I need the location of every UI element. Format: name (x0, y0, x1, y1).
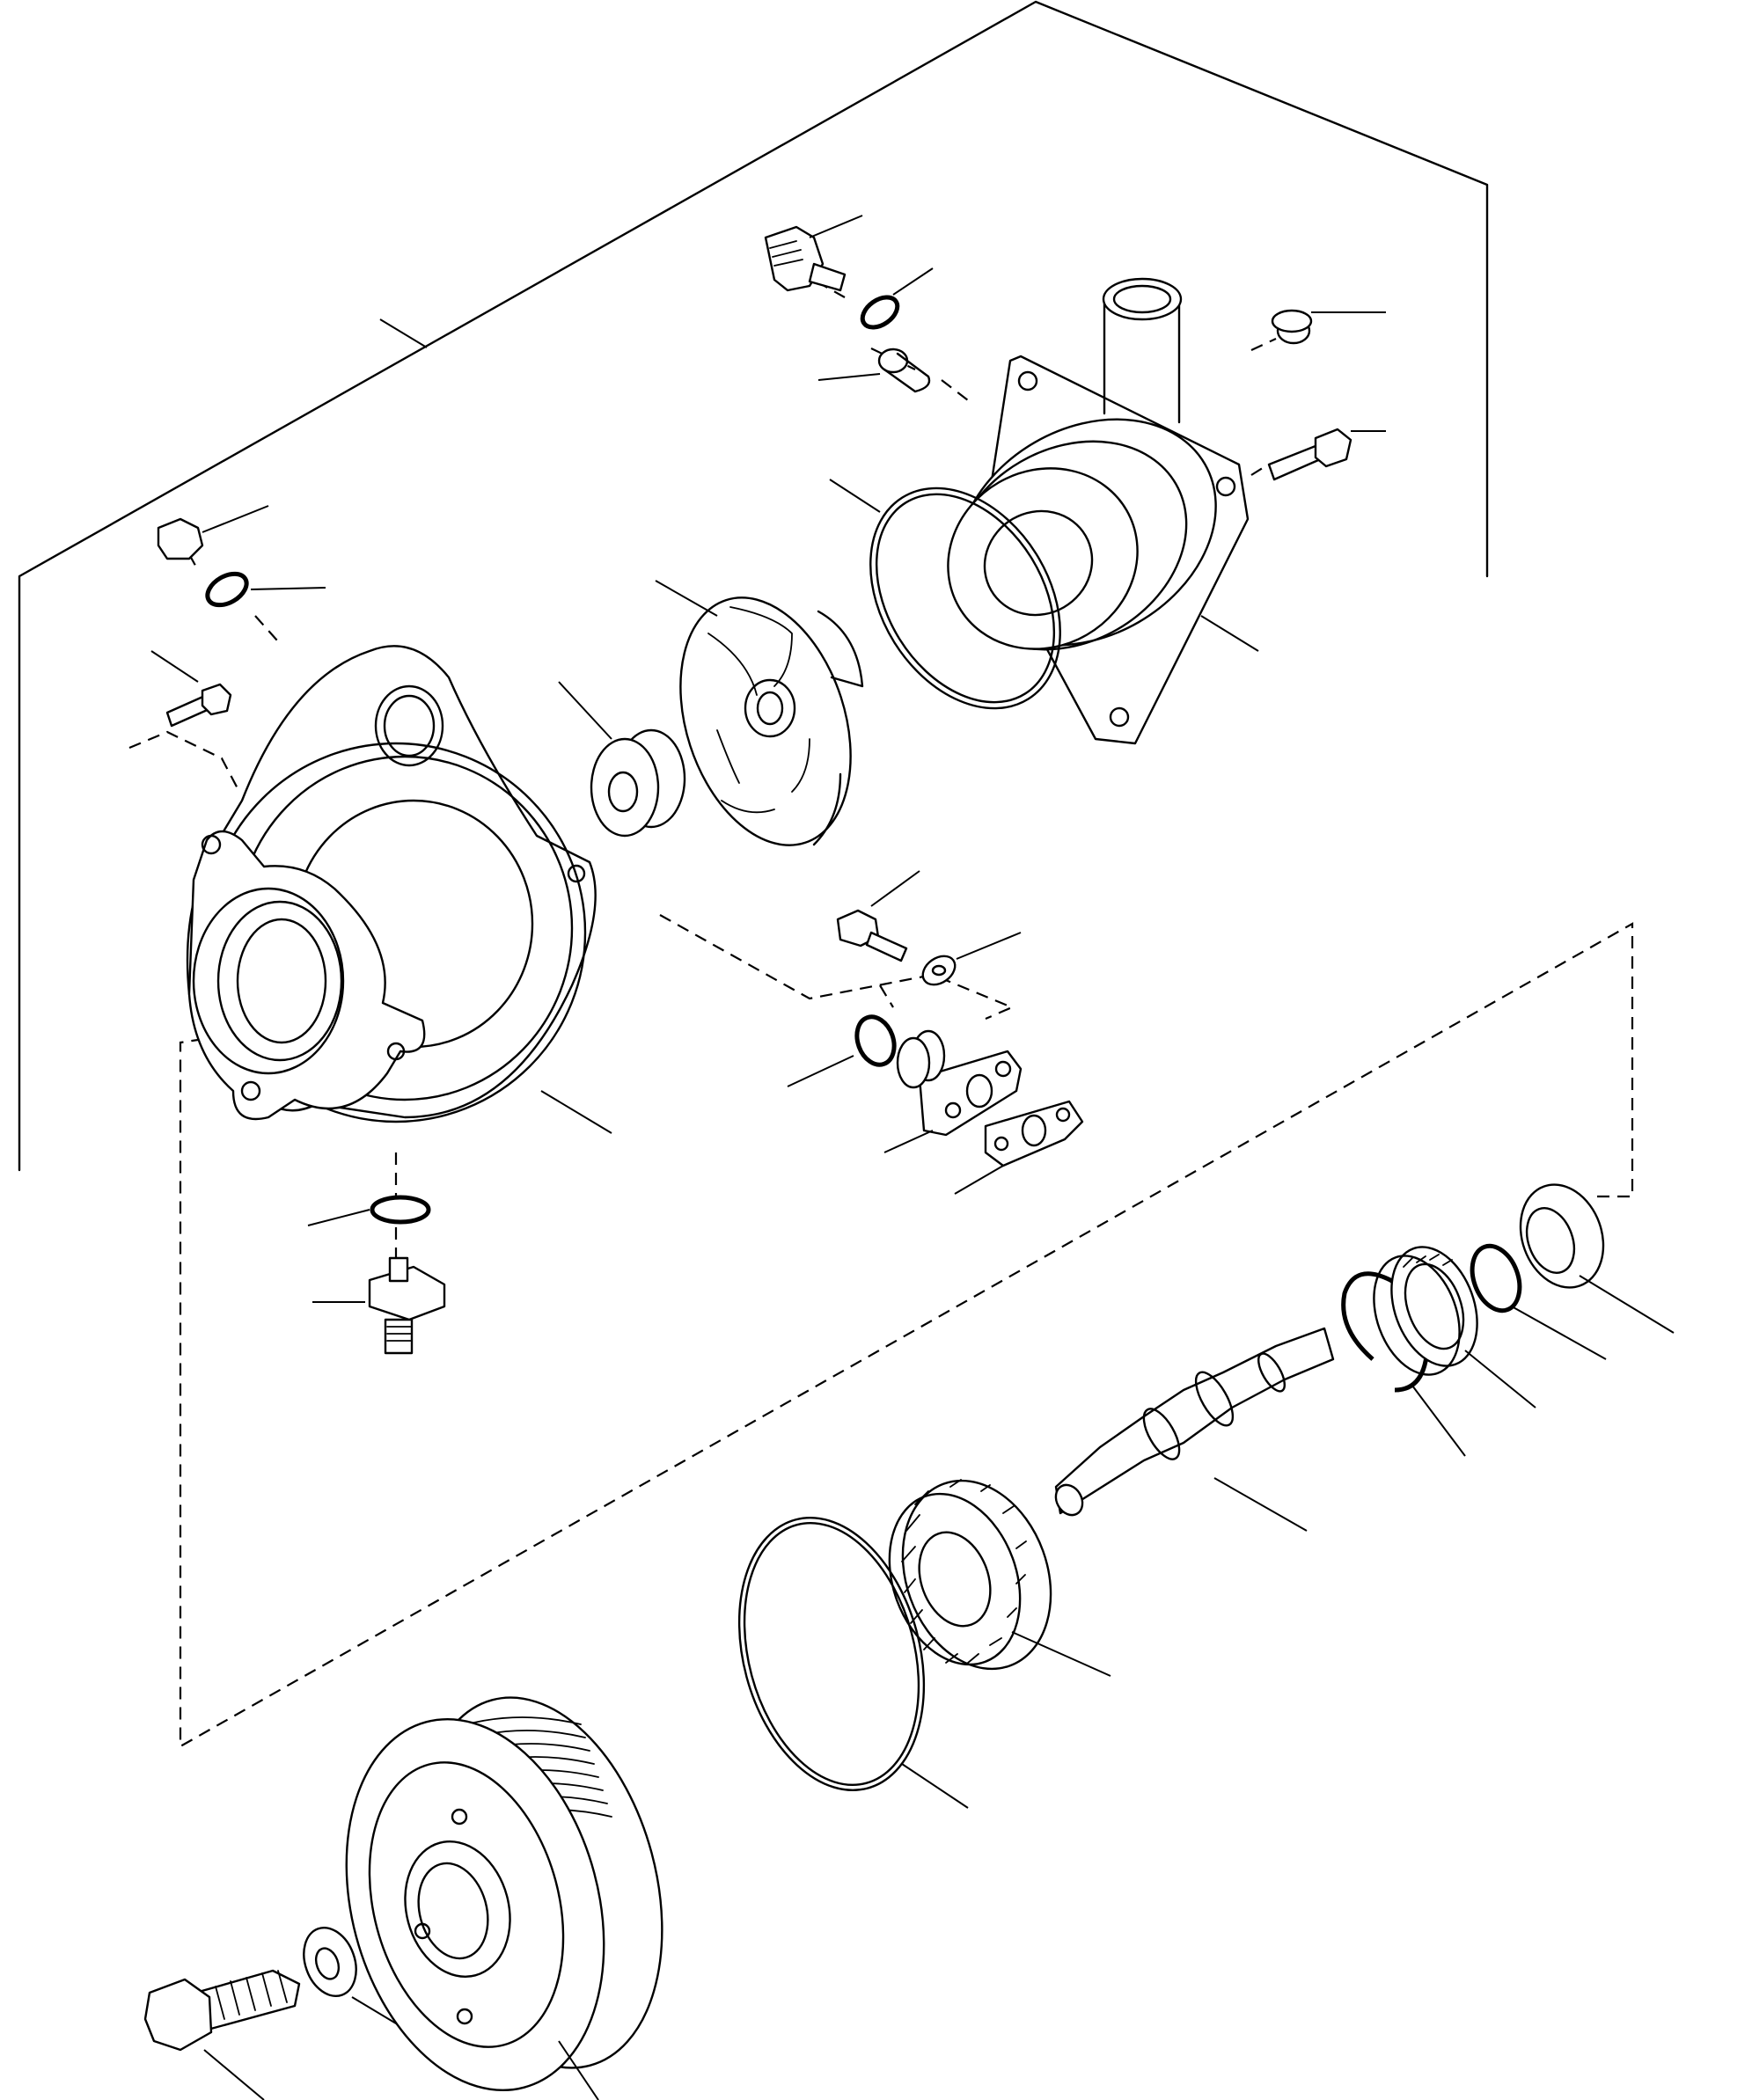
temperature-sender (764, 215, 863, 292)
plug-o-ring (205, 571, 326, 608)
outlet-cover (947, 277, 1259, 745)
sender-o-ring (860, 267, 934, 330)
cover-plug (1271, 309, 1386, 345)
housing-bolt (150, 650, 232, 728)
mechanical-seal (558, 681, 686, 838)
impeller (655, 580, 864, 846)
flange-o-ring (787, 1014, 897, 1087)
pulley-washer (303, 1927, 397, 2024)
inlet-flange (883, 1029, 1023, 1153)
housing-bracket-frame (18, 0, 1489, 1172)
drive-gear (888, 1479, 1111, 1677)
flange-bolt (836, 870, 920, 962)
pulley-bolt (143, 1969, 301, 2100)
pump-housing (186, 645, 612, 1134)
drain-fitting (312, 1256, 446, 1355)
flange-gasket-1 (954, 1100, 1084, 1195)
flange-washer (921, 932, 1022, 986)
outlet-cover-o-ring (829, 479, 1061, 710)
snap-ring (1470, 1243, 1607, 1360)
pulley (345, 1696, 663, 2100)
housing-o-ring (737, 1517, 969, 1809)
housing-plug (157, 505, 269, 560)
cover-bolt (1267, 428, 1386, 481)
bearing (1373, 1246, 1536, 1409)
bleed-screw (817, 348, 931, 393)
shaft (1054, 1327, 1335, 1532)
oil-seal (1519, 1183, 1675, 1334)
circlip (1341, 1271, 1466, 1457)
drain-o-ring (307, 1195, 431, 1226)
